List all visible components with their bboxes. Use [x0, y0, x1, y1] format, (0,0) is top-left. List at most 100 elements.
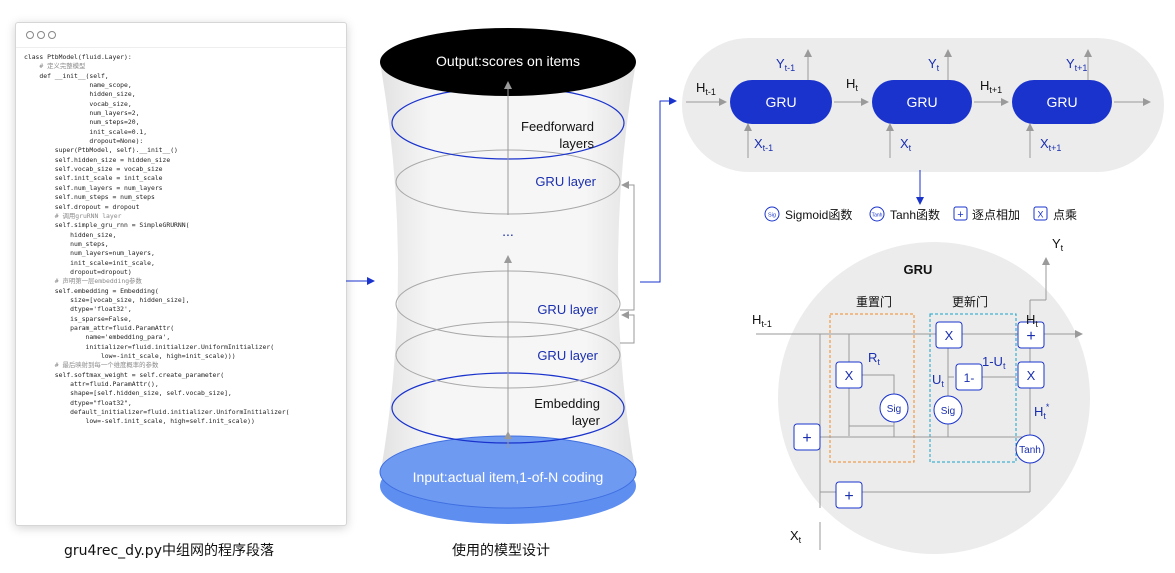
- h-prev-label: Ht-1: [752, 312, 772, 329]
- gru-detail-circle: [778, 242, 1090, 554]
- x-label: Xt: [900, 136, 912, 153]
- x-t-label: Xt: [790, 528, 802, 545]
- mul-op-icon: [835, 361, 863, 389]
- y-label: Yt: [928, 56, 940, 73]
- svg-text:Tanh: Tanh: [1019, 445, 1041, 456]
- feedforward-label-2: layers: [559, 136, 594, 151]
- code-line: self.dropout = dropout: [24, 202, 140, 211]
- output-disk: [380, 28, 636, 96]
- code-line: # 定义完整模型: [24, 62, 86, 71]
- code-line: num_steps=20,: [24, 118, 140, 127]
- svg-text:+: +: [802, 430, 811, 447]
- ellipsis-label: ...: [502, 223, 514, 239]
- reset-gate-label: 重置门: [856, 294, 892, 309]
- svg-text:Sig: Sig: [768, 213, 776, 219]
- add-legend-label: 逐点相加: [972, 208, 1020, 222]
- code-line: num_layers=2,: [24, 109, 140, 118]
- add-op-icon: [835, 481, 863, 509]
- svg-text:Tanh: Tanh: [872, 213, 883, 219]
- embedding-label-1: Embedding: [534, 396, 600, 411]
- tanh-legend-icon: [869, 206, 885, 222]
- y-label: Yt+1: [1066, 56, 1087, 73]
- gru-top-label: GRU layer: [535, 174, 596, 189]
- x-label: Xt+1: [1040, 136, 1061, 153]
- gru-chain: GRU GRU GRU Ht-1 Ht Ht+1 Yt-1 Yt Yt+1 Xt…: [686, 49, 1151, 158]
- sigmoid-op-icon: [879, 393, 909, 423]
- gru-cell-label: GRU: [906, 94, 937, 110]
- gru-detail: GRU 重置门 更新门: [752, 236, 1090, 554]
- code-line: size=[vocab_size, hidden_size],: [24, 295, 190, 304]
- code-line: dropout=None):: [24, 137, 144, 146]
- code-line: init_scale=init_scale,: [24, 258, 155, 267]
- code-line: init_scale=0.1,: [24, 127, 148, 136]
- add-op-icon: [1017, 321, 1045, 349]
- embedding-label-2: layer: [572, 413, 601, 428]
- gru-cell: [730, 80, 832, 124]
- code-line: vocab_size,: [24, 99, 132, 108]
- code-line: num_layers=num_layers,: [24, 249, 155, 258]
- code-line: low=-self.init_scale, high=self.init_sca…: [24, 417, 255, 426]
- svg-text:X: X: [945, 328, 954, 343]
- svg-text:+: +: [844, 488, 853, 505]
- gru-cell-label: GRU: [1046, 94, 1077, 110]
- recurrent-arrow: [620, 181, 635, 311]
- code-line: name_scope,: [24, 81, 132, 90]
- code-line: hidden_size,: [24, 230, 117, 239]
- mul-op-icon: [935, 321, 963, 349]
- u-t-label: Ut: [932, 372, 944, 389]
- h-t-label: Ht: [1026, 312, 1038, 329]
- code-line: is_sparse=False,: [24, 314, 132, 323]
- code-window-titlebar: [16, 23, 346, 48]
- r-t-label: Rt: [868, 350, 880, 367]
- code-line: hidden_size,: [24, 90, 136, 99]
- code-line: dtype='float32',: [24, 305, 132, 314]
- gru-low-label: GRU layer: [537, 348, 598, 363]
- feedforward-label-1: Feedforward: [521, 119, 594, 134]
- window-dot-icon: [48, 31, 56, 39]
- mul-op-icon: [1017, 361, 1045, 389]
- gru-detail-title: GRU: [904, 262, 933, 277]
- code-line: num_steps,: [24, 239, 109, 248]
- input-label: Input:actual item,1-of-N coding: [413, 469, 604, 485]
- code-line: name='embedding_para',: [24, 333, 171, 342]
- one-minus-u-label: 1-Ut: [982, 354, 1006, 371]
- recurrent-arrow: [620, 311, 635, 344]
- update-gate-box: [929, 313, 1017, 463]
- output-label: Output:scores on items: [436, 53, 580, 69]
- reset-gate-box: [829, 313, 915, 463]
- svg-text:1-: 1-: [964, 371, 975, 385]
- y-label: Yt-1: [776, 56, 795, 73]
- code-caption: gru4rec_dy.py中组网的程序段落: [64, 543, 274, 559]
- tanh-op-icon: [1015, 434, 1045, 464]
- code-line: param_attr=fluid.ParamAttr(: [24, 323, 175, 332]
- code-line: dropout=dropout): [24, 267, 132, 276]
- connector-arrow: [640, 97, 677, 283]
- code-line: class PtbModel(fluid.Layer):: [24, 53, 132, 61]
- gru-cell: [1012, 80, 1112, 124]
- svg-text:X: X: [1027, 368, 1036, 383]
- code-line: self.hidden_size = hidden_size: [24, 155, 171, 164]
- code-line: # 声明第一层embedding参数: [24, 277, 142, 286]
- code-line: low=-init_scale, high=init_scale))): [24, 352, 236, 360]
- code-line: self.init_scale = init_scale: [24, 174, 163, 183]
- mul-legend-label: 点乘: [1053, 208, 1077, 222]
- svg-text:Sig: Sig: [941, 406, 955, 417]
- sigmoid-op-icon: [933, 395, 963, 425]
- code-line: self.num_layers = num_layers: [24, 183, 163, 192]
- code-line: def __init__(self,: [24, 71, 109, 80]
- sigmoid-legend-label: Sigmoid函数: [785, 207, 852, 222]
- x-label: Xt-1: [754, 136, 773, 153]
- model-caption: 使用的模型设计: [452, 543, 550, 559]
- code-line: attr=fluid.ParamAttr(),: [24, 380, 159, 389]
- sigmoid-legend-icon: [764, 206, 780, 222]
- tanh-legend-label: Tanh函数: [890, 207, 940, 222]
- svg-text:X: X: [845, 368, 854, 383]
- mul-legend-icon: [1033, 206, 1048, 221]
- code-window: class PtbModel(fluid.Layer): # 定义完整模型 de…: [15, 22, 347, 526]
- code-line: super(PtbModel, self).__init__(): [24, 146, 178, 155]
- h-candidate-label: Ht*: [1034, 402, 1050, 421]
- code-line: dtype="float32",: [24, 398, 132, 407]
- svg-text:+: +: [957, 209, 963, 221]
- code-line: self.num_steps = num_steps: [24, 193, 155, 202]
